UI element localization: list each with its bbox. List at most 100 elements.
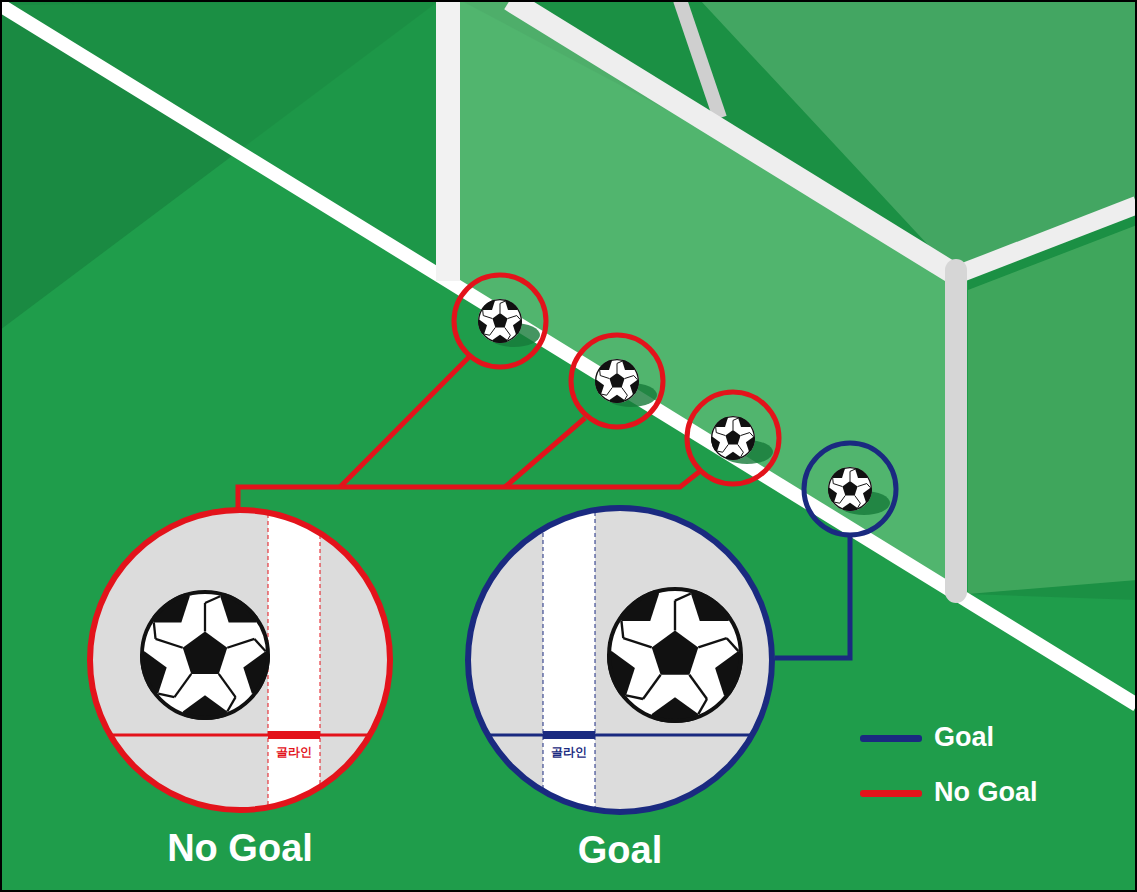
leader-line — [775, 537, 850, 658]
ball-seam — [622, 387, 628, 395]
soccer-ball — [705, 413, 761, 466]
leader-line — [505, 418, 585, 487]
line-edge — [595, 505, 596, 815]
zoom-circle: 골라인Goal — [465, 505, 775, 815]
ball-patch — [691, 577, 738, 621]
goal-line-strip — [268, 507, 320, 813]
ball-patch — [622, 356, 637, 370]
ball-seam — [850, 469, 855, 471]
goal-net — [968, 225, 1137, 594]
ball-seam — [715, 427, 717, 433]
ball-patch — [652, 631, 699, 675]
zoom-caption: No Goal — [60, 827, 420, 870]
soccer-ball — [589, 356, 645, 409]
ball-seam — [716, 433, 725, 436]
line-edge — [320, 507, 321, 813]
ball-seam — [227, 639, 254, 648]
zoom-outline — [465, 505, 775, 815]
ball-seam — [205, 596, 220, 603]
ball-seam — [717, 451, 723, 452]
zoom-outline — [87, 507, 393, 813]
ball-patch — [738, 413, 753, 427]
marker-circle — [571, 335, 663, 427]
ball-seam — [723, 444, 729, 452]
ball-seam — [727, 638, 739, 651]
ball-outline — [829, 468, 872, 511]
ball-patch — [220, 580, 265, 622]
ball-seam — [741, 433, 750, 436]
ball-patch — [492, 313, 507, 327]
goal-line-strip — [543, 505, 595, 815]
goal-line-bar — [543, 731, 595, 739]
ball-seam — [834, 502, 840, 503]
ball-pattern — [705, 413, 761, 466]
ball-seam — [219, 674, 236, 697]
ball-seam — [154, 622, 156, 639]
legend-swatch — [860, 790, 922, 797]
ball-seam — [600, 376, 609, 379]
ball-patch — [145, 580, 190, 622]
ball-seam — [634, 376, 638, 380]
ball-seam — [607, 387, 613, 395]
ball-patch — [505, 296, 520, 310]
ball-seam — [482, 310, 484, 316]
back-bar — [956, 205, 1137, 275]
ball-seam — [174, 674, 191, 697]
ball-outline — [142, 592, 268, 718]
ball-patch — [725, 430, 740, 444]
line-edge — [543, 505, 544, 815]
ball-seam — [158, 694, 174, 697]
ball-patch — [613, 577, 660, 621]
baseline — [87, 734, 393, 737]
soccer-ball — [588, 577, 761, 742]
goal-net — [700, 0, 1137, 275]
ball-seam — [621, 621, 623, 638]
zoom-content — [465, 505, 775, 815]
zoom-content — [87, 507, 393, 813]
ball-seam — [617, 363, 618, 373]
ball-pattern — [122, 580, 288, 738]
ball-seam — [500, 301, 505, 303]
ball-seam — [738, 444, 744, 452]
ball-seam — [689, 675, 707, 699]
ball-outline — [479, 300, 522, 343]
ball-seam — [840, 495, 846, 503]
goal-post — [436, 0, 460, 281]
zoom-ground — [87, 507, 393, 813]
ball-outline — [596, 360, 639, 403]
ball-patch — [842, 481, 857, 495]
ball-seam — [490, 327, 496, 335]
leader-line — [340, 356, 470, 487]
goal-line-label: 골라인 — [539, 745, 599, 759]
ball-seam — [733, 420, 734, 430]
soccer-ball — [122, 580, 288, 738]
ball-seam — [204, 603, 206, 632]
soccer-ball — [822, 464, 878, 517]
crossbar — [510, 0, 956, 275]
zoom-ground — [465, 505, 775, 815]
ball-seam — [674, 601, 676, 631]
ball-seam — [623, 638, 651, 647]
net-shadow — [460, 0, 1137, 600]
ball-patch — [609, 373, 624, 387]
ball-seam — [254, 639, 265, 651]
legend-swatch — [860, 735, 922, 742]
soccer-ball — [472, 296, 528, 349]
legend-label: No Goal — [934, 777, 1038, 807]
ball-seam — [599, 370, 601, 376]
ball-seam — [643, 675, 661, 699]
ball-seam — [858, 484, 867, 487]
ball-seam — [698, 638, 726, 647]
ball-pattern — [472, 296, 528, 349]
ball-seam — [867, 484, 871, 488]
ball-seam — [617, 361, 622, 363]
ball-seam — [833, 484, 842, 487]
ball-patch — [597, 356, 612, 370]
ball-seam — [601, 394, 607, 395]
ball-seam — [626, 695, 643, 699]
ball-patch — [855, 464, 870, 478]
ball-seam — [750, 433, 754, 437]
zoom-border — [468, 508, 772, 812]
ball-seam — [483, 316, 492, 319]
